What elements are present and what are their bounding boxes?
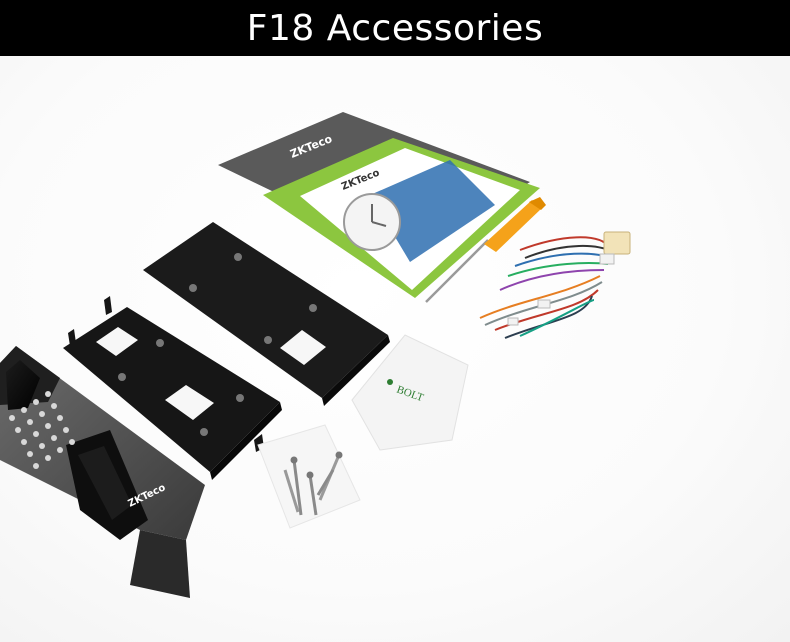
screws	[257, 424, 361, 529]
accessories-illustration: ZKTeco ZKTeco	[0, 112, 631, 598]
wall-mount-plate	[143, 222, 390, 406]
title-banner: F18 Accessories	[0, 0, 790, 56]
fingerprint-terminal: ZKTeco	[0, 346, 205, 598]
manual-booklet: ZKTeco ZKTeco	[218, 112, 540, 298]
product-photo: ZKTeco ZKTeco	[0, 56, 790, 642]
screwdriver	[425, 197, 546, 303]
back-plate	[63, 296, 282, 480]
bolt-bag: BOLT	[351, 334, 469, 451]
cable-harness	[479, 231, 631, 339]
banner-title: F18 Accessories	[246, 7, 544, 49]
keypad	[9, 391, 75, 469]
